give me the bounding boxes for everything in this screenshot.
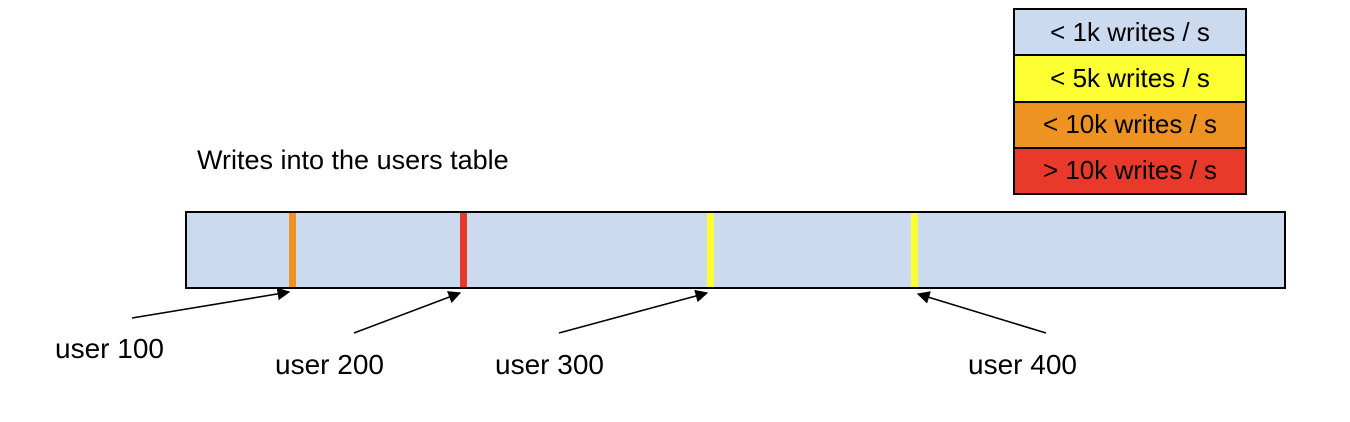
user-label-user-200: user 200 [275, 349, 384, 380]
diagram-title: Writes into the users table [197, 145, 509, 175]
legend-item-label: > 10k writes / s [1042, 155, 1218, 186]
legend-item-label: < 10k writes / s [1042, 109, 1218, 140]
arrow-user-100 [131, 287, 291, 319]
user-label-user-400: user 400 [968, 349, 1077, 380]
legend-item-gt-10k: > 10k writes / s [1015, 148, 1245, 193]
legend: < 1k writes / s < 5k writes / s < 10k writ… [1013, 8, 1247, 195]
legend-item-label: < 1k writes / s [1050, 16, 1210, 47]
users-table-bar [185, 211, 1286, 289]
hot-spot-strip-user-300 [706, 213, 714, 287]
legend-item-lt-5k: < 5k writes / s [1015, 56, 1245, 103]
user-label-user-100: user 100 [55, 333, 164, 364]
arrow-user-200 [353, 291, 462, 334]
legend-item-lt-1k: < 1k writes / s [1015, 10, 1245, 57]
arrow-user-400 [916, 291, 1047, 334]
hot-spot-strip-user-200 [459, 213, 467, 287]
arrow-user-300 [558, 289, 709, 334]
hot-spot-strip-user-400 [910, 213, 918, 287]
legend-item-label: < 5k writes / s [1050, 62, 1210, 93]
hot-spot-strip-user-100 [288, 213, 296, 287]
user-label-user-300: user 300 [495, 349, 604, 380]
legend-item-lt-10k: < 10k writes / s [1015, 102, 1245, 149]
